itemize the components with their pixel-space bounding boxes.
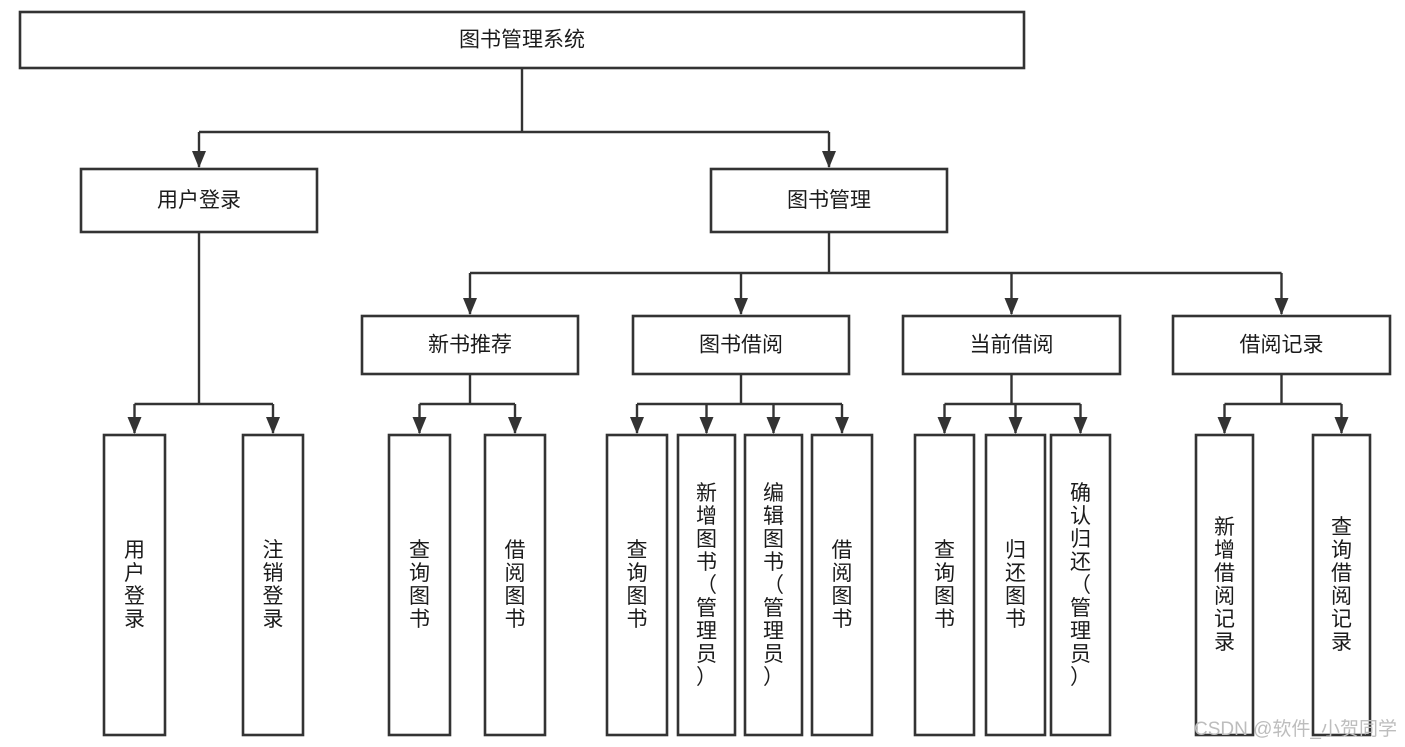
leaf-edit-book-admin-box[interactable]	[743, 433, 804, 737]
leaf-borrow-book-rec[interactable]	[483, 433, 547, 737]
arrow-head-icon-leaf-user-login	[127, 417, 142, 434]
leaf-query-book-borrow[interactable]	[605, 433, 669, 737]
leaf-borrow-book-box[interactable]	[810, 433, 874, 737]
arrow-head-icon-user-login	[192, 151, 206, 168]
node-new-book-recommend[interactable]: 新书推荐	[360, 314, 580, 376]
node-book-borrow[interactable]: 图书借阅	[631, 314, 851, 376]
arrow-head-icon-leaf-logout-login	[266, 417, 280, 434]
node-borrow-record[interactable]: 借阅记录	[1171, 314, 1392, 376]
leaf-add-borrow-record-box[interactable]	[1194, 433, 1255, 737]
arrow-head-icon-leaf-query-book-rec	[412, 417, 427, 434]
leaf-add-borrow-record[interactable]	[1194, 433, 1255, 737]
arrow-head-icon-leaf-query-borrow-record	[1334, 417, 1349, 434]
node-new-book-recommend-label: 新书推荐	[428, 334, 512, 357]
arrow-head-icon-book_borrow	[734, 298, 748, 315]
arrow-head-icon-leaf-add-book-admin	[699, 417, 714, 434]
arrow-head-icon-borrow_record	[1274, 298, 1289, 315]
arrow-head-icon-new_book_rec	[463, 298, 477, 315]
leaf-query-borrow-record-box[interactable]	[1311, 433, 1372, 737]
node-book-management[interactable]: 图书管理	[709, 167, 949, 234]
leaf-borrow-book-rec-box[interactable]	[483, 433, 547, 737]
node-current-borrow[interactable]: 当前借阅	[901, 314, 1122, 376]
node-user-login-box[interactable]	[79, 167, 319, 234]
leaf-user-login-box[interactable]	[102, 433, 167, 737]
node-book-management-label: 图书管理	[787, 189, 871, 212]
leaf-edit-book-admin[interactable]	[743, 433, 804, 737]
arrow-head-icon-book-management	[822, 151, 836, 168]
leaf-confirm-return-admin-box[interactable]	[1049, 433, 1112, 737]
leaf-add-book-admin[interactable]	[676, 433, 737, 737]
leaf-return-book-box[interactable]	[984, 433, 1047, 737]
node-current-borrow-box[interactable]	[901, 314, 1122, 376]
node-current-borrow-label: 当前借阅	[970, 334, 1054, 357]
leaf-query-book-current-box[interactable]	[913, 433, 976, 737]
node-new-book-recommend-box[interactable]	[360, 314, 580, 376]
arrow-head-icon-current_borrow	[1004, 298, 1019, 315]
leaf-borrow-book[interactable]	[810, 433, 874, 737]
arrow-head-icon-leaf-confirm-return-admin	[1073, 417, 1088, 434]
arrow-head-icon-leaf-query-book-current	[937, 417, 952, 434]
leaf-add-book-admin-box[interactable]	[676, 433, 737, 737]
leaf-confirm-return-admin[interactable]	[1049, 433, 1112, 737]
node-borrow-record-label: 借阅记录	[1240, 334, 1324, 357]
leaf-query-book-borrow-box[interactable]	[605, 433, 669, 737]
node-root-system-label: 图书管理系统	[459, 29, 585, 52]
node-book-borrow-label: 图书借阅	[699, 334, 783, 357]
leaf-query-borrow-record[interactable]	[1311, 433, 1372, 737]
node-user-login-label: 用户登录	[157, 189, 241, 212]
arrow-head-icon-leaf-add-borrow-record	[1217, 417, 1232, 434]
arrow-head-icon-leaf-query-book-borrow	[630, 417, 644, 434]
leaf-return-book[interactable]	[984, 433, 1047, 737]
arrow-head-icon-leaf-return-book	[1008, 417, 1023, 434]
node-user-login[interactable]: 用户登录	[79, 167, 319, 234]
leaf-logout-login-box[interactable]	[241, 433, 305, 737]
arrow-head-icon-leaf-edit-book-admin	[766, 417, 781, 434]
leaf-query-book-rec-box[interactable]	[387, 433, 452, 737]
leaf-query-book-current[interactable]	[913, 433, 976, 737]
node-root-system[interactable]: 图书管理系统	[18, 10, 1026, 70]
arrow-head-icon-leaf-borrow-book	[835, 417, 849, 434]
leaf-query-book-rec[interactable]	[387, 433, 452, 737]
leaf-user-login[interactable]	[102, 433, 167, 737]
leaf-logout-login[interactable]	[241, 433, 305, 737]
node-root-system-box[interactable]	[18, 10, 1026, 70]
arrow-head-icon-leaf-borrow-book-rec	[508, 417, 522, 434]
